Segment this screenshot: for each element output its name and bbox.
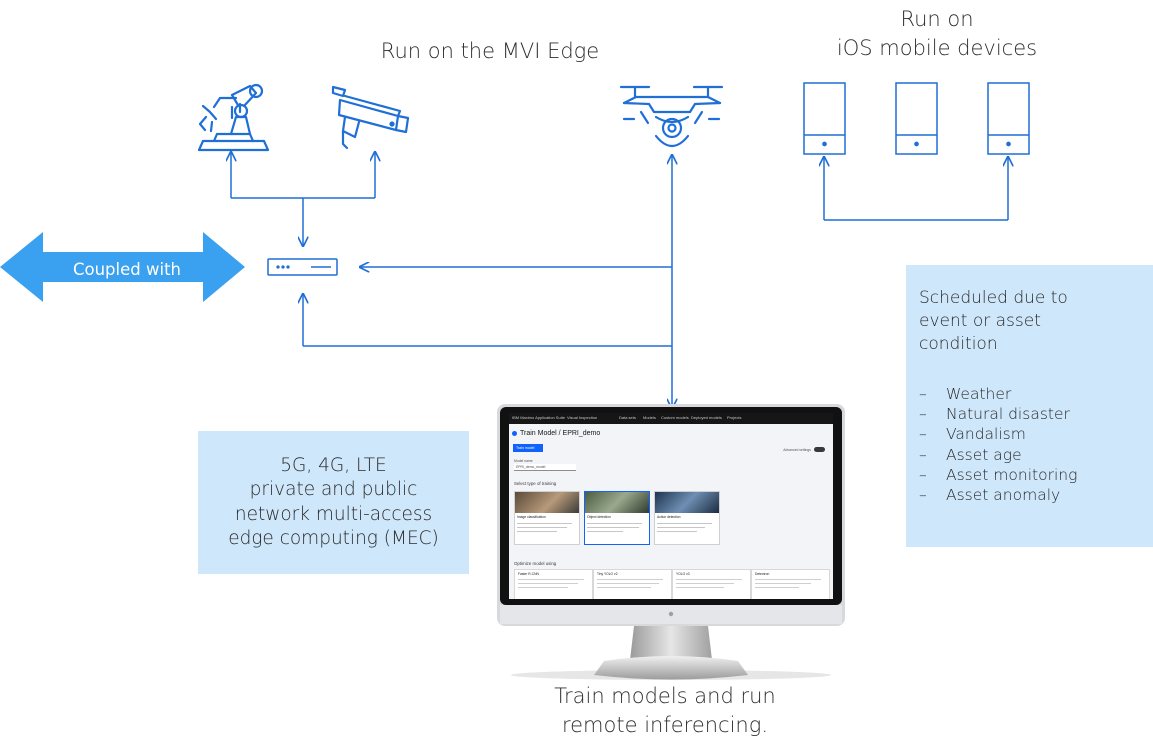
optimize-option[interactable]: YOLO v3	[672, 569, 751, 599]
schedule-title-line: condition	[919, 334, 998, 354]
model-name-label: Model name	[514, 459, 533, 463]
bullet-dash: –	[919, 405, 927, 424]
mobile-device-icon	[803, 82, 846, 155]
network-line: 5G, 4G, LTE	[280, 454, 387, 476]
condition-label: Weather	[946, 385, 1012, 403]
nav-item[interactable]: Models	[643, 415, 656, 420]
ios-label-line-1: Run on	[900, 7, 974, 31]
bullet-dash: –	[919, 486, 927, 505]
nav-item[interactable]: Data sets	[619, 415, 636, 420]
list-item: –Asset anomaly	[919, 485, 1077, 505]
train-model-button[interactable]: Train model	[513, 444, 543, 452]
schedule-title-line: Scheduled due to	[919, 288, 1068, 308]
card-image	[515, 492, 579, 513]
bullet-dash: –	[919, 465, 927, 484]
advanced-settings-label: Advanced settings	[783, 448, 811, 452]
app-top-bar: IBM Maximo Application Suite Visual Insp…	[509, 413, 833, 424]
caption: Train models and run remote inferencing.	[490, 682, 840, 740]
nav-item[interactable]: Custom models	[661, 415, 689, 420]
list-item: –Vandalism	[919, 424, 1077, 444]
select-training-type-label: Select type of training	[514, 481, 557, 486]
list-item: –Natural disaster	[919, 404, 1077, 424]
network-line: private and public	[249, 479, 418, 500]
optimize-option[interactable]: Detectron	[751, 569, 830, 599]
condition-label: Vandalism	[946, 425, 1026, 444]
mvi-edge-label: Run on the MVI Edge	[380, 39, 600, 63]
training-type-card[interactable]: Action detection	[654, 491, 720, 545]
app-module: Visual Inspection	[567, 415, 598, 420]
page-title: Train Model / EPRI_demo	[520, 430, 601, 437]
monitor-screen: IBM Maximo Application Suite Visual Insp…	[509, 413, 833, 599]
optimize-option[interactable]: Tiny YOLO v2	[593, 569, 672, 599]
app-name: IBM Maximo Application Suite	[512, 415, 565, 420]
training-type-card[interactable]: Image classification	[514, 491, 580, 545]
list-item: –Asset monitoring	[919, 465, 1077, 485]
nav-item[interactable]: Projects	[727, 415, 742, 420]
security-camera-icon	[331, 85, 410, 150]
robot-arm-icon	[197, 83, 270, 152]
ios-label-line-2: iOS mobile devices	[836, 36, 1038, 60]
bullet-dash: –	[919, 445, 927, 464]
condition-label: Asset anomaly	[946, 486, 1061, 505]
option-title: Faster R-CNN	[518, 572, 539, 576]
card-title: Image classification	[517, 515, 546, 519]
schedule-conditions-list: –Weather –Natural disaster –Vandalism –A…	[919, 384, 1077, 505]
card-title: Action detection	[657, 515, 681, 519]
list-item: – Weather	[919, 384, 1077, 404]
card-image	[585, 492, 649, 513]
mobile-device-icon	[987, 82, 1030, 155]
advanced-settings-toggle[interactable]	[814, 447, 825, 452]
training-type-card[interactable]: Object detection	[584, 491, 650, 545]
bullet-dash: –	[919, 385, 927, 403]
condition-label: Asset monitoring	[946, 465, 1078, 484]
card-title: Object detection	[587, 515, 611, 519]
network-info-box: 5G, 4G, LTE private and public network m…	[198, 431, 469, 574]
schedule-info-box: Scheduled due to event or asset conditio…	[906, 265, 1153, 547]
option-title: Tiny YOLO v2	[597, 572, 618, 576]
card-image	[655, 492, 719, 513]
connector-lines	[231, 152, 1008, 408]
schedule-title-line: event or asset	[919, 311, 1041, 331]
edge-server-icon	[267, 258, 338, 276]
caption-line-2: remote inferencing.	[561, 713, 769, 737]
schedule-title: Scheduled due to event or asset conditio…	[919, 287, 1139, 356]
ios-label: Run on iOS mobile devices	[822, 5, 1052, 63]
bullet-dash: –	[919, 425, 927, 444]
mobile-device-icon	[895, 82, 938, 155]
option-title: Detectron	[755, 572, 770, 576]
network-line: edge computing (MEC)	[228, 528, 439, 549]
drone-icon	[619, 85, 724, 148]
caption-line-1: Train models and run	[554, 684, 776, 708]
condition-label: Asset age	[946, 445, 1022, 464]
list-item: –Asset age	[919, 445, 1077, 465]
network-line: network multi-access	[234, 503, 433, 525]
option-title: YOLO v3	[676, 572, 690, 576]
optimize-option[interactable]: Faster R-CNN	[514, 569, 593, 599]
project-icon	[512, 431, 517, 436]
model-name-input[interactable]: EPRI_demo_model	[514, 464, 576, 471]
optimize-model-label: Optimize model using	[514, 561, 557, 566]
coupled-with-arrow	[0, 232, 245, 302]
mobile-device-icons	[803, 82, 1030, 155]
coupled-with-label: Coupled with	[72, 260, 181, 279]
condition-label: Natural disaster	[946, 405, 1070, 424]
nav-item[interactable]: Deployed models	[691, 415, 722, 420]
